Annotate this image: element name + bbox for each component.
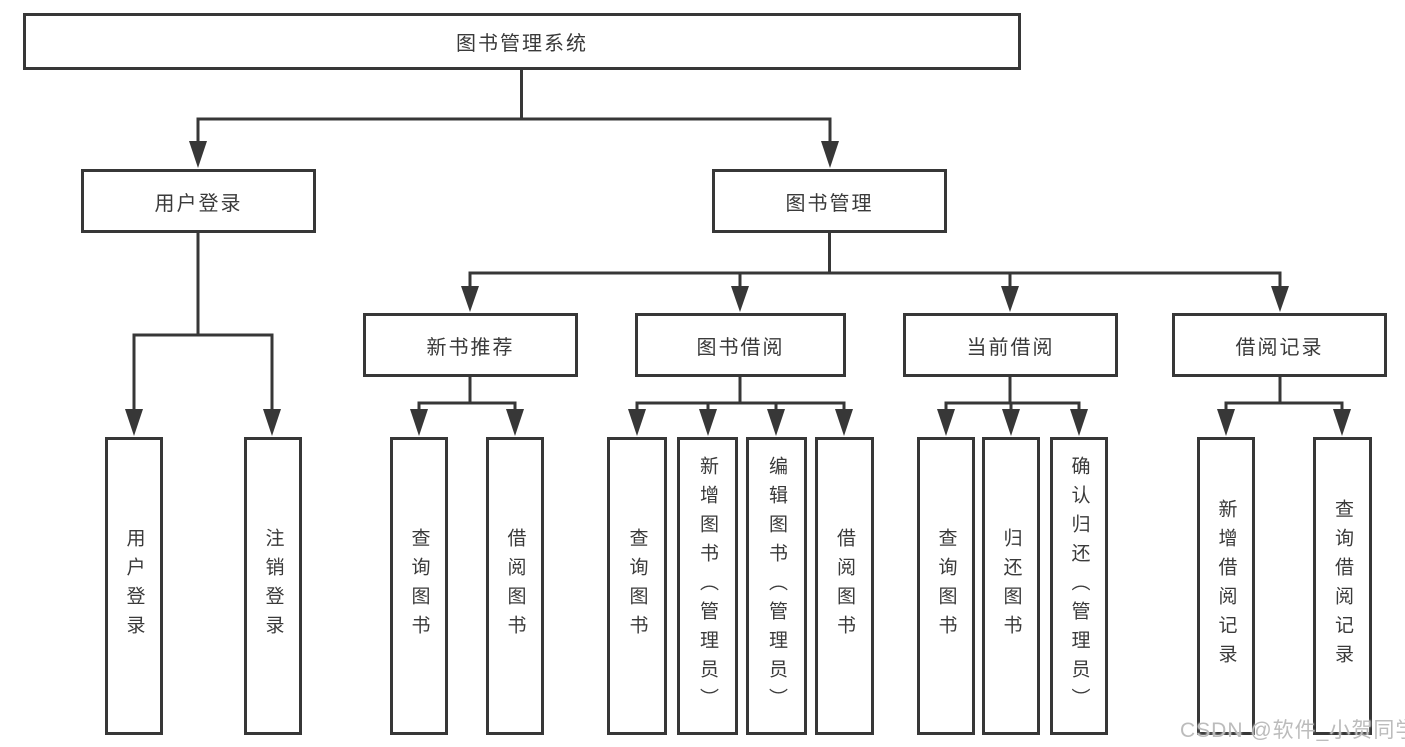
leaf-bb-query-books: 查询图书	[607, 437, 667, 735]
node-user-login: 用户登录	[81, 169, 316, 233]
node-root: 图书管理系统	[23, 13, 1021, 70]
node-label: 注销登录	[262, 528, 284, 644]
leaf-logout: 注销登录	[244, 437, 302, 735]
node-label: 借阅记录	[1235, 336, 1324, 359]
node-book-borrowing: 图书借阅	[635, 313, 846, 377]
node-label: 查询图书	[935, 528, 957, 644]
leaf-bb-add-book-admin: 新增图书（管理员）	[677, 437, 738, 735]
leaf-nbr-borrow-books: 借阅图书	[486, 437, 544, 735]
leaf-bb-borrow-books: 借阅图书	[815, 437, 874, 735]
node-label: 新增图书（管理员）	[697, 455, 718, 717]
node-book-management: 图书管理	[712, 169, 947, 233]
watermark: CSDN @软件_小贺同学	[1180, 719, 1405, 742]
leaf-cb-query-books: 查询图书	[917, 437, 975, 735]
node-label: 借阅图书	[504, 528, 526, 644]
node-label: 归还图书	[1000, 528, 1022, 644]
leaf-bb-edit-book-admin: 编辑图书（管理员）	[746, 437, 807, 735]
node-label: 用户登录	[123, 528, 145, 644]
node-label: 新书推荐	[426, 336, 515, 359]
node-new-book-recommendation: 新书推荐	[363, 313, 578, 377]
node-label: 编辑图书（管理员）	[766, 455, 787, 717]
node-label: 确认归还（管理员）	[1068, 455, 1090, 717]
node-label: 新增借阅记录	[1215, 499, 1237, 673]
node-borrowing-records: 借阅记录	[1172, 313, 1387, 377]
node-label: 用户登录	[154, 192, 243, 215]
node-label: 图书管理系统	[456, 33, 588, 55]
leaf-cb-confirm-return-admin: 确认归还（管理员）	[1050, 437, 1108, 735]
node-label: 借阅图书	[834, 528, 855, 644]
leaf-br-add-record: 新增借阅记录	[1197, 437, 1255, 735]
arrowhead-icons	[125, 141, 1351, 436]
node-label: 图书借阅	[696, 336, 785, 359]
leaf-user-login: 用户登录	[105, 437, 163, 735]
node-label: 查询图书	[626, 528, 648, 644]
node-label: 当前借阅	[966, 336, 1055, 359]
leaf-cb-return-books: 归还图书	[982, 437, 1040, 735]
node-label: 查询借阅记录	[1332, 499, 1353, 673]
node-label: 查询图书	[408, 528, 430, 644]
node-current-borrowing: 当前借阅	[903, 313, 1118, 377]
node-label: 图书管理	[785, 192, 874, 215]
leaf-nbr-query-books: 查询图书	[390, 437, 448, 735]
leaf-br-query-record: 查询借阅记录	[1313, 437, 1372, 735]
